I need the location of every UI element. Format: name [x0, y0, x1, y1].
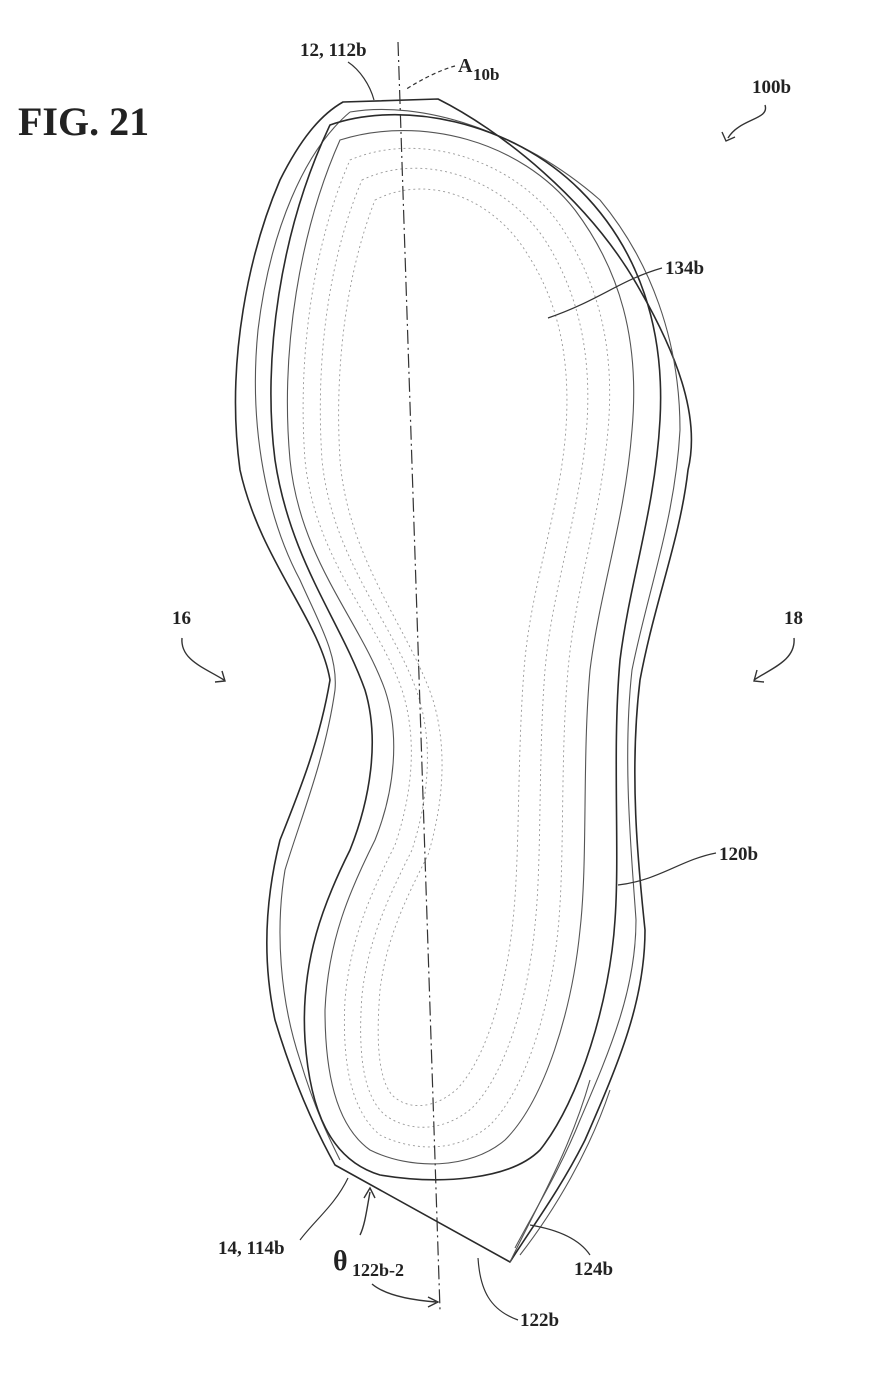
- label-toe-end: 12, 112b: [300, 40, 367, 61]
- arrow-side-left-head: [214, 670, 226, 683]
- leader-heel-edge: [477, 1257, 519, 1321]
- arrow-angle-top-head: [363, 1186, 376, 1199]
- contour-line-1: [302, 147, 611, 1148]
- arrow-angle-bottom-head: [427, 1296, 440, 1308]
- arrow-assembly: [727, 104, 767, 139]
- outer-sole-outline: [234, 98, 693, 1263]
- contour-line-3: [338, 188, 568, 1106]
- arrow-side-left: [181, 637, 225, 681]
- contour-line-2: [319, 167, 589, 1128]
- label-angle-sub: 122b-2: [352, 1260, 404, 1280]
- figure-title: FIG. 21: [18, 99, 149, 144]
- arrow-angle-bottom: [371, 1283, 437, 1303]
- leader-heel-face: [529, 1224, 591, 1256]
- heel-facet: [509, 1079, 611, 1263]
- label-side-left: 16: [172, 608, 191, 629]
- label-heel-end: 14, 114b: [218, 1238, 285, 1259]
- insole-edge: [286, 130, 635, 1165]
- arrow-angle-top: [359, 1191, 371, 1236]
- label-axis-sub: 10b: [473, 65, 499, 84]
- label-assembly: 100b: [752, 77, 791, 98]
- leader-body: [617, 852, 717, 886]
- longitudinal-axis: [397, 41, 441, 1311]
- leader-toe-end: [347, 61, 375, 101]
- label-insole: 134b: [665, 258, 704, 279]
- arrow-assembly-head: [721, 131, 736, 142]
- leader-heel-end: [299, 1177, 349, 1241]
- inner-rim: [270, 113, 662, 1181]
- arrow-side-right: [753, 637, 795, 681]
- midsole-outline-left: [254, 111, 351, 1161]
- label-angle-symbol: θ: [333, 1246, 348, 1277]
- label-heel-face: 124b: [574, 1259, 613, 1280]
- label-heel-edge: 122b: [520, 1310, 559, 1331]
- label-side-right: 18: [784, 608, 803, 629]
- label-body: 120b: [719, 844, 758, 865]
- leader-axis: [404, 65, 456, 91]
- arrow-side-right-head: [753, 669, 765, 683]
- label-axis: A: [458, 55, 473, 77]
- midsole-outline: [349, 108, 681, 1249]
- leader-insole: [547, 267, 663, 319]
